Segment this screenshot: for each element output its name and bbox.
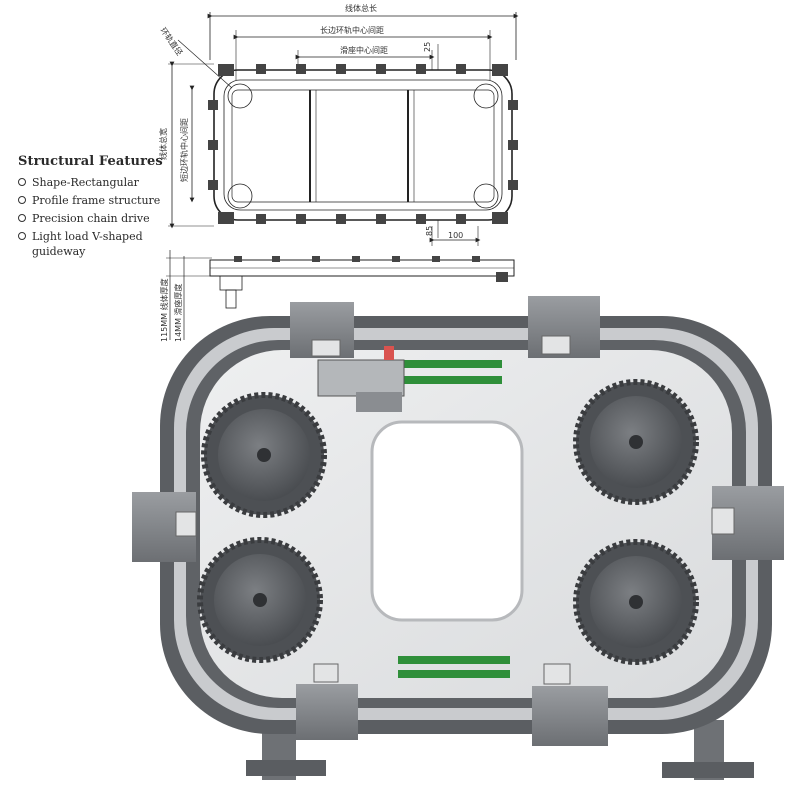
dim-slide-thickness: 14MM 滑座厚度	[173, 283, 183, 342]
dim-overall-length: 线体总长	[345, 3, 377, 13]
green-rail-top-1	[402, 360, 502, 368]
side-view-blocks	[234, 256, 508, 282]
feature-text: Profile frame structure	[32, 194, 161, 207]
structural-features-panel: Structural Features Shape-Rectangular Pr…	[18, 154, 168, 262]
mount-block-bottom-left	[296, 684, 358, 740]
sprocket-top-left	[201, 392, 327, 518]
feature-text: Shape-Rectangular	[32, 176, 139, 189]
feature-item: Precision chain drive	[18, 211, 168, 226]
machine-render	[132, 296, 784, 780]
features-list: Shape-Rectangular Profile frame structur…	[18, 175, 168, 259]
green-rail-top-2	[402, 376, 502, 384]
sprocket-bottom-right	[573, 539, 699, 665]
circle-bullet-icon	[18, 196, 26, 204]
leg-right-base	[662, 762, 754, 778]
slider-assembly	[317, 346, 405, 412]
dim-ring-diameter: 环轨直径	[158, 25, 185, 57]
dim-short-ring-center: 短边环轨中心间距	[179, 118, 189, 182]
circle-bullet-icon	[18, 178, 26, 186]
dim-line-height: 115MM 线体厚度	[159, 278, 169, 342]
dim-85: 85	[425, 226, 434, 236]
top-view-drawing	[168, 12, 519, 246]
sprocket-top-right	[573, 379, 699, 505]
features-title: Structural Features	[18, 154, 163, 169]
dim-25: 25	[423, 42, 432, 52]
green-rail-bottom-1	[398, 656, 510, 664]
mount-block-bottom-right	[532, 686, 608, 746]
green-rail-bottom-2	[398, 670, 510, 678]
dim-ring-center-distance: 长边环轨中心间距	[320, 25, 384, 35]
center-cutout	[370, 420, 524, 622]
dim-100: 100	[448, 231, 463, 240]
side-view-drawing	[166, 250, 515, 340]
circle-bullet-icon	[18, 232, 26, 240]
feature-item: Shape-Rectangular	[18, 175, 168, 190]
dim-slide-center-distance: 滑座中心间距	[340, 45, 388, 55]
circle-bullet-icon	[18, 214, 26, 222]
feature-text: Precision chain drive	[32, 212, 150, 225]
leg-left-base	[246, 760, 326, 776]
top-view-blocks	[208, 64, 518, 224]
feature-item: Light load V-shaped guideway	[18, 229, 172, 259]
sprocket-bottom-left	[197, 537, 323, 663]
feature-item: Profile frame structure	[18, 193, 168, 208]
dim-overall-width: 线体总宽	[158, 128, 168, 160]
feature-text: Light load V-shaped guideway	[32, 230, 143, 258]
